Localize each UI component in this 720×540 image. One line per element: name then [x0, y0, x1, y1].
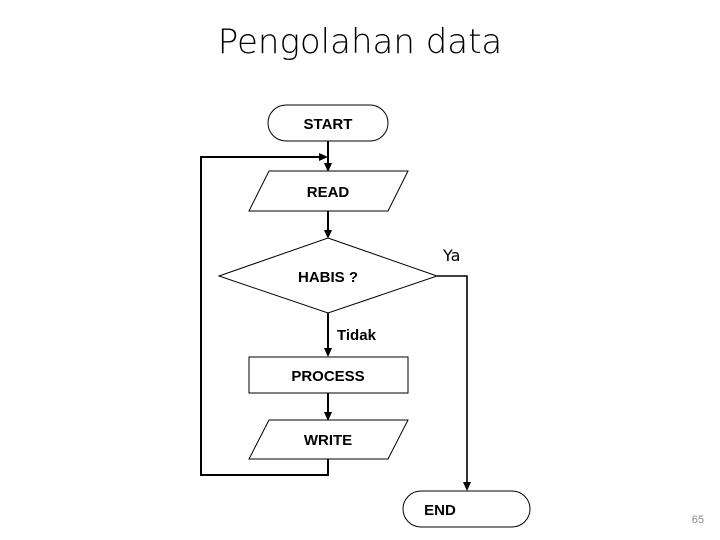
node-write[interactable]: WRITE [248, 419, 409, 460]
end-shape [402, 490, 531, 528]
node-read[interactable]: READ [248, 170, 409, 212]
node-end[interactable]: END [402, 490, 531, 528]
start-label: START [304, 116, 353, 133]
branch-label-yes: Ya [442, 246, 460, 265]
arrowhead-into-write [324, 412, 332, 421]
arrowhead-into-read [324, 163, 332, 172]
node-habis[interactable]: HABIS ? [217, 237, 439, 314]
arrowhead-into-process [324, 348, 332, 357]
write-shape [248, 419, 409, 460]
arrowhead-into-habis [324, 230, 332, 239]
arrowhead-into-end [463, 482, 471, 491]
node-process[interactable]: PROCESS [248, 356, 409, 394]
write-label: WRITE [304, 432, 352, 449]
edge-write-loopback-to-read [200, 156, 329, 476]
page-title: Pengolahan data [217, 22, 503, 62]
process-shape [248, 356, 409, 394]
habis-shape [217, 237, 439, 314]
node-start[interactable]: START [267, 104, 389, 142]
arrowhead-loopback-join [319, 153, 328, 161]
end-label: END [424, 502, 456, 519]
habis-label: HABIS ? [298, 269, 358, 286]
process-label: PROCESS [291, 368, 364, 385]
page-number: 65 [691, 514, 704, 526]
start-shape [267, 104, 389, 142]
edge-habis-yes-to-end [437, 275, 468, 485]
read-label: READ [307, 184, 350, 201]
read-shape [248, 170, 409, 212]
branch-label-no: Tidak [337, 327, 377, 344]
